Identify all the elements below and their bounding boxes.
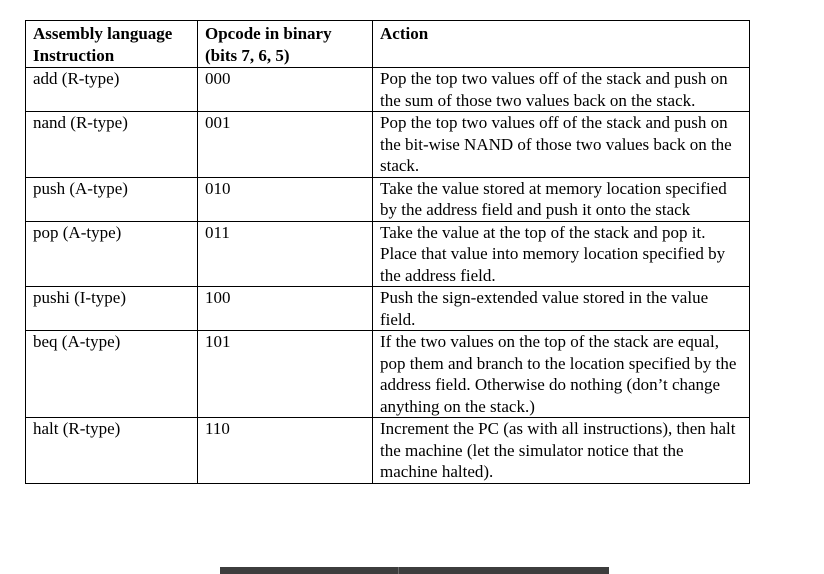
header-action: Action (372, 20, 750, 68)
action-cell: Pop the top two values off of the stack … (372, 67, 750, 112)
opcode-cell: 011 (197, 220, 373, 287)
table-header-row: Assembly language Instruction Opcode in … (25, 20, 750, 68)
opcode-cell: 110 (197, 417, 373, 484)
action-cell: Increment the PC (as with all instructio… (372, 417, 750, 484)
horizontal-scrollbar[interactable] (220, 567, 609, 574)
instruction-cell: halt (R-type) (25, 417, 198, 484)
table-row: push (A-type) 010 Take the value stored … (25, 176, 750, 222)
scrollbar-divider (398, 567, 399, 574)
instruction-table: Assembly language Instruction Opcode in … (25, 20, 750, 484)
instruction-cell: beq (A-type) (25, 330, 198, 418)
table-row: pushi (I-type) 100 Push the sign-extende… (25, 286, 750, 331)
opcode-cell: 100 (197, 286, 373, 331)
header-instruction: Assembly language Instruction (25, 20, 198, 68)
instruction-cell: push (A-type) (25, 176, 198, 222)
table-row: halt (R-type) 110 Increment the PC (as w… (25, 417, 750, 484)
instruction-cell: pushi (I-type) (25, 286, 198, 331)
action-cell: Push the sign-extended value stored in t… (372, 286, 750, 331)
table-row: beq (A-type) 101 If the two values on th… (25, 330, 750, 418)
table-row: nand (R-type) 001 Pop the top two values… (25, 111, 750, 178)
instruction-cell: add (R-type) (25, 67, 198, 112)
action-cell: Pop the top two values off of the stack … (372, 111, 750, 178)
action-cell: If the two values on the top of the stac… (372, 330, 750, 418)
table-row: pop (A-type) 011 Take the value at the t… (25, 220, 750, 287)
opcode-cell: 000 (197, 67, 373, 112)
opcode-cell: 010 (197, 176, 373, 222)
action-cell: Take the value stored at memory location… (372, 176, 750, 222)
table-row: add (R-type) 000 Pop the top two values … (25, 67, 750, 112)
header-opcode: Opcode in binary (bits 7, 6, 5) (197, 20, 373, 68)
instruction-cell: nand (R-type) (25, 111, 198, 178)
action-cell: Take the value at the top of the stack a… (372, 220, 750, 287)
opcode-cell: 101 (197, 330, 373, 418)
instruction-cell: pop (A-type) (25, 220, 198, 287)
opcode-cell: 001 (197, 111, 373, 178)
